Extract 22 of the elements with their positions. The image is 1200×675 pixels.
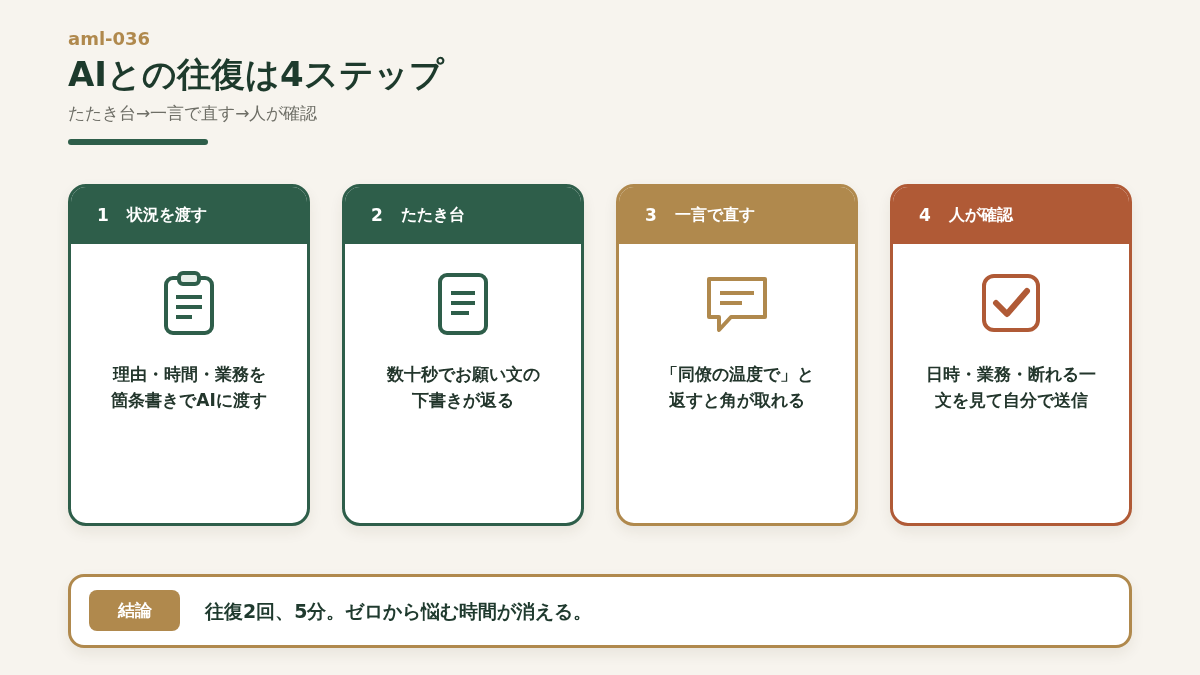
step-number: 2 [371, 205, 383, 225]
step-title: 状況を渡す [127, 205, 207, 225]
subtitle: たたき台→一言で直す→人が確認 [68, 102, 318, 125]
step-description: 理由・時間・業務を箇条書きでAIに渡す [110, 363, 268, 412]
conclusion-text: 往復2回、5分。ゼロから悩む時間が消える。 [205, 599, 593, 623]
step-description: 「同僚の温度で」と返すと角が取れる [659, 363, 815, 412]
step-card [890, 184, 1132, 526]
series-code: aml-036 [68, 28, 151, 49]
step-number: 1 [97, 205, 109, 225]
step-number: 3 [645, 205, 657, 225]
step-description: 数十秒でお願い文の下書きが返る [385, 363, 541, 412]
conclusion-tag: 結論 [89, 590, 180, 631]
conclusion-bar [68, 574, 1132, 648]
step-card [616, 184, 858, 526]
step-description: 日時・業務・断れる一文を見て自分で送信 [925, 363, 1097, 412]
step-title: 人が確認 [949, 205, 1013, 225]
page-title: AIとの往復は4ステップ [68, 53, 444, 96]
step-card [68, 184, 310, 526]
step-number: 4 [919, 205, 931, 225]
step-title: たたき台 [401, 205, 465, 225]
step-title: 一言で直す [675, 205, 755, 225]
step-card [342, 184, 584, 526]
